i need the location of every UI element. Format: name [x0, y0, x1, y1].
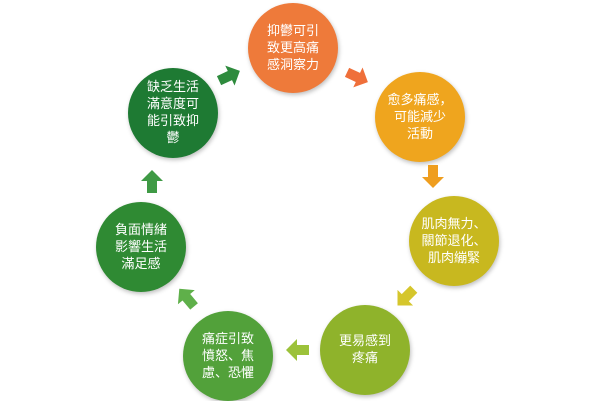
- cycle-arrow-icon: [177, 288, 198, 310]
- node-label: 抑鬱可引 致更高痛 感洞察力: [266, 23, 319, 73]
- node-label: 負面情緒 影響生活 滿足感: [114, 222, 167, 272]
- cycle-node-muscle-weakness: 肌肉無力、 關節退化、 肌肉繃緊: [409, 196, 499, 286]
- cycle-node-more-pain: 更易感到 疼痛: [320, 305, 410, 395]
- cycle-arrow-icon: [216, 65, 240, 86]
- cycle-arrow-icon: [141, 170, 163, 193]
- cycle-arrow-icon: [286, 339, 309, 361]
- cycle-node-low-satisfaction: 缺乏生活 滿意度可 能引致抑 鬱: [128, 68, 218, 158]
- cycle-arrow-icon: [397, 285, 418, 306]
- cycle-node-anger-anxiety: 痛症引致 憤怒、焦 慮、恐懼: [183, 311, 273, 401]
- cycle-node-reduced-activity: 愈多痛感， 可能減少 活動: [375, 72, 465, 162]
- cycle-node-depression-pain: 抑鬱可引 致更高痛 感洞察力: [248, 3, 338, 93]
- node-label: 痛症引致 憤怒、焦 慮、恐懼: [201, 331, 254, 381]
- node-label: 缺乏生活 滿意度可 能引致抑 鬱: [146, 80, 199, 146]
- cycle-arrow-icon: [422, 165, 444, 188]
- node-label: 肌肉無力、 關節退化、 肌肉繃緊: [421, 216, 487, 266]
- cycle-node-negative-emotion: 負面情緒 影響生活 滿足感: [96, 202, 186, 292]
- node-label: 愈多痛感， 可能減少 活動: [387, 92, 453, 142]
- node-label: 更易感到 疼痛: [338, 334, 391, 366]
- cycle-arrow-icon: [344, 67, 368, 88]
